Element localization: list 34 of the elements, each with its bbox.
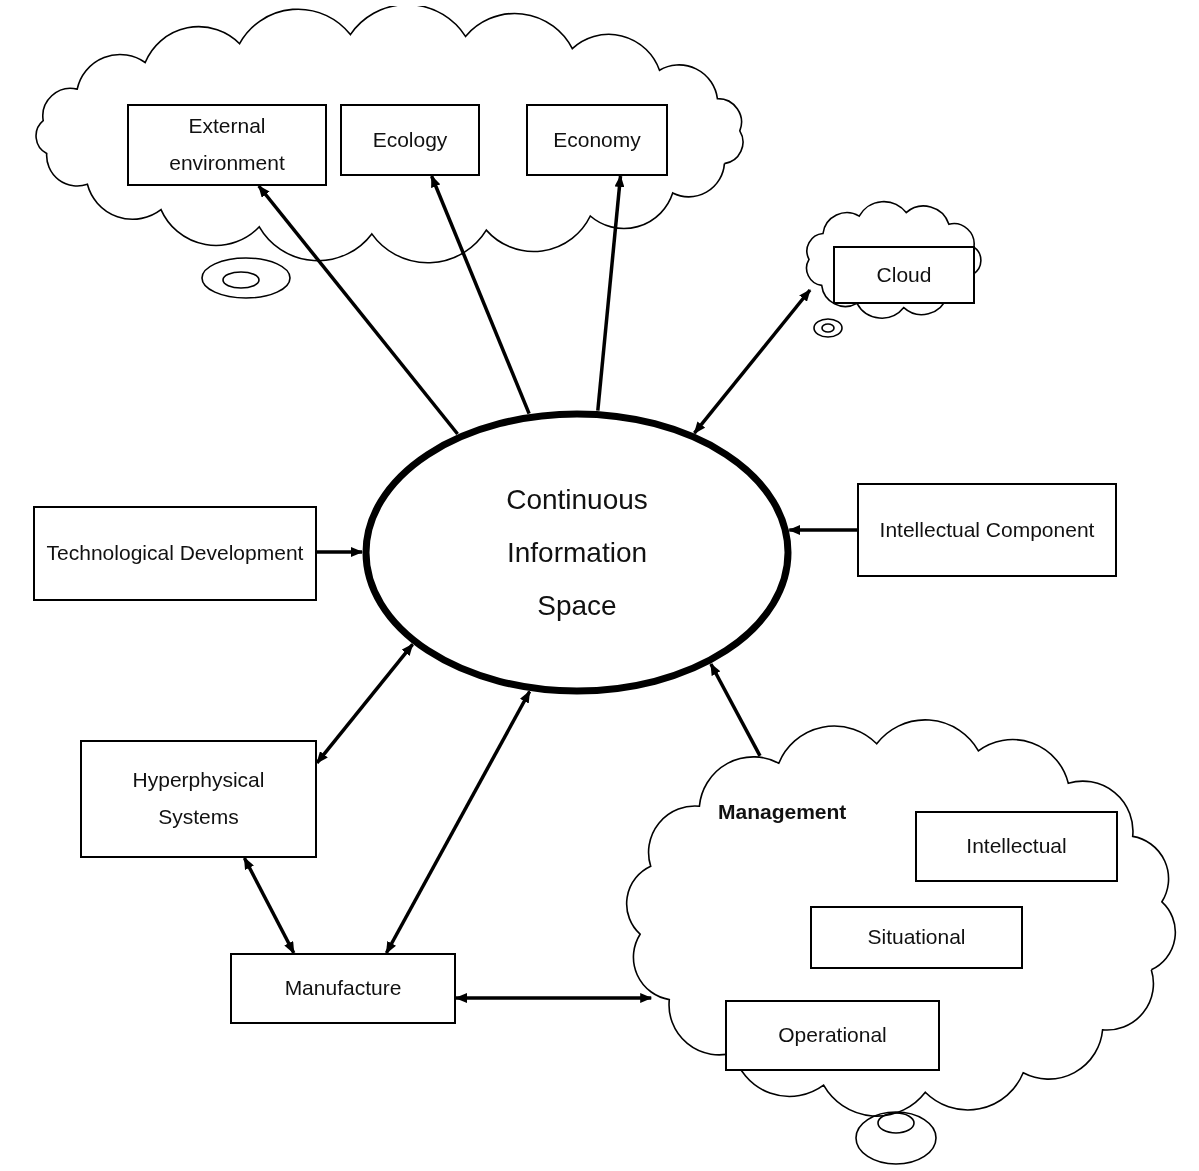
- box-label: Technological Development: [46, 540, 304, 567]
- process-box: [857, 483, 1117, 577]
- process-box: [526, 104, 668, 176]
- box-label: Intellectual: [966, 833, 1067, 860]
- arrow: [709, 663, 762, 757]
- ellipse-label: Continuous Information Space: [505, 482, 649, 624]
- arrow: [788, 525, 857, 535]
- cloud-label: Management: [718, 799, 847, 825]
- box-label: Economy: [553, 126, 641, 153]
- process-box: [725, 1000, 940, 1071]
- process-box: [833, 246, 975, 304]
- box-label: Intellectual Component: [879, 516, 1095, 543]
- process-box: [127, 104, 327, 186]
- double-arrow: [242, 857, 296, 954]
- process-box: [33, 506, 317, 601]
- box-label: Hyperphysical Systems: [131, 767, 266, 830]
- box-label: Cloud: [876, 261, 932, 288]
- box-label: Manufacture: [284, 975, 402, 1002]
- process-box: [810, 906, 1023, 969]
- box-label: Situational: [867, 924, 966, 951]
- double-arrow: [384, 690, 532, 954]
- arrow: [317, 547, 363, 557]
- process-box: [340, 104, 480, 176]
- double-arrow: [455, 993, 653, 1003]
- box-label: External environment: [168, 113, 286, 176]
- arrow: [596, 175, 625, 411]
- process-box: [80, 740, 317, 858]
- box-label: Ecology: [372, 126, 448, 153]
- box-label: Operational: [778, 1022, 887, 1049]
- process-box: [915, 811, 1118, 882]
- process-box: [230, 953, 456, 1024]
- arrow: [430, 175, 531, 415]
- double-arrow: [693, 288, 812, 435]
- arrow: [257, 184, 459, 436]
